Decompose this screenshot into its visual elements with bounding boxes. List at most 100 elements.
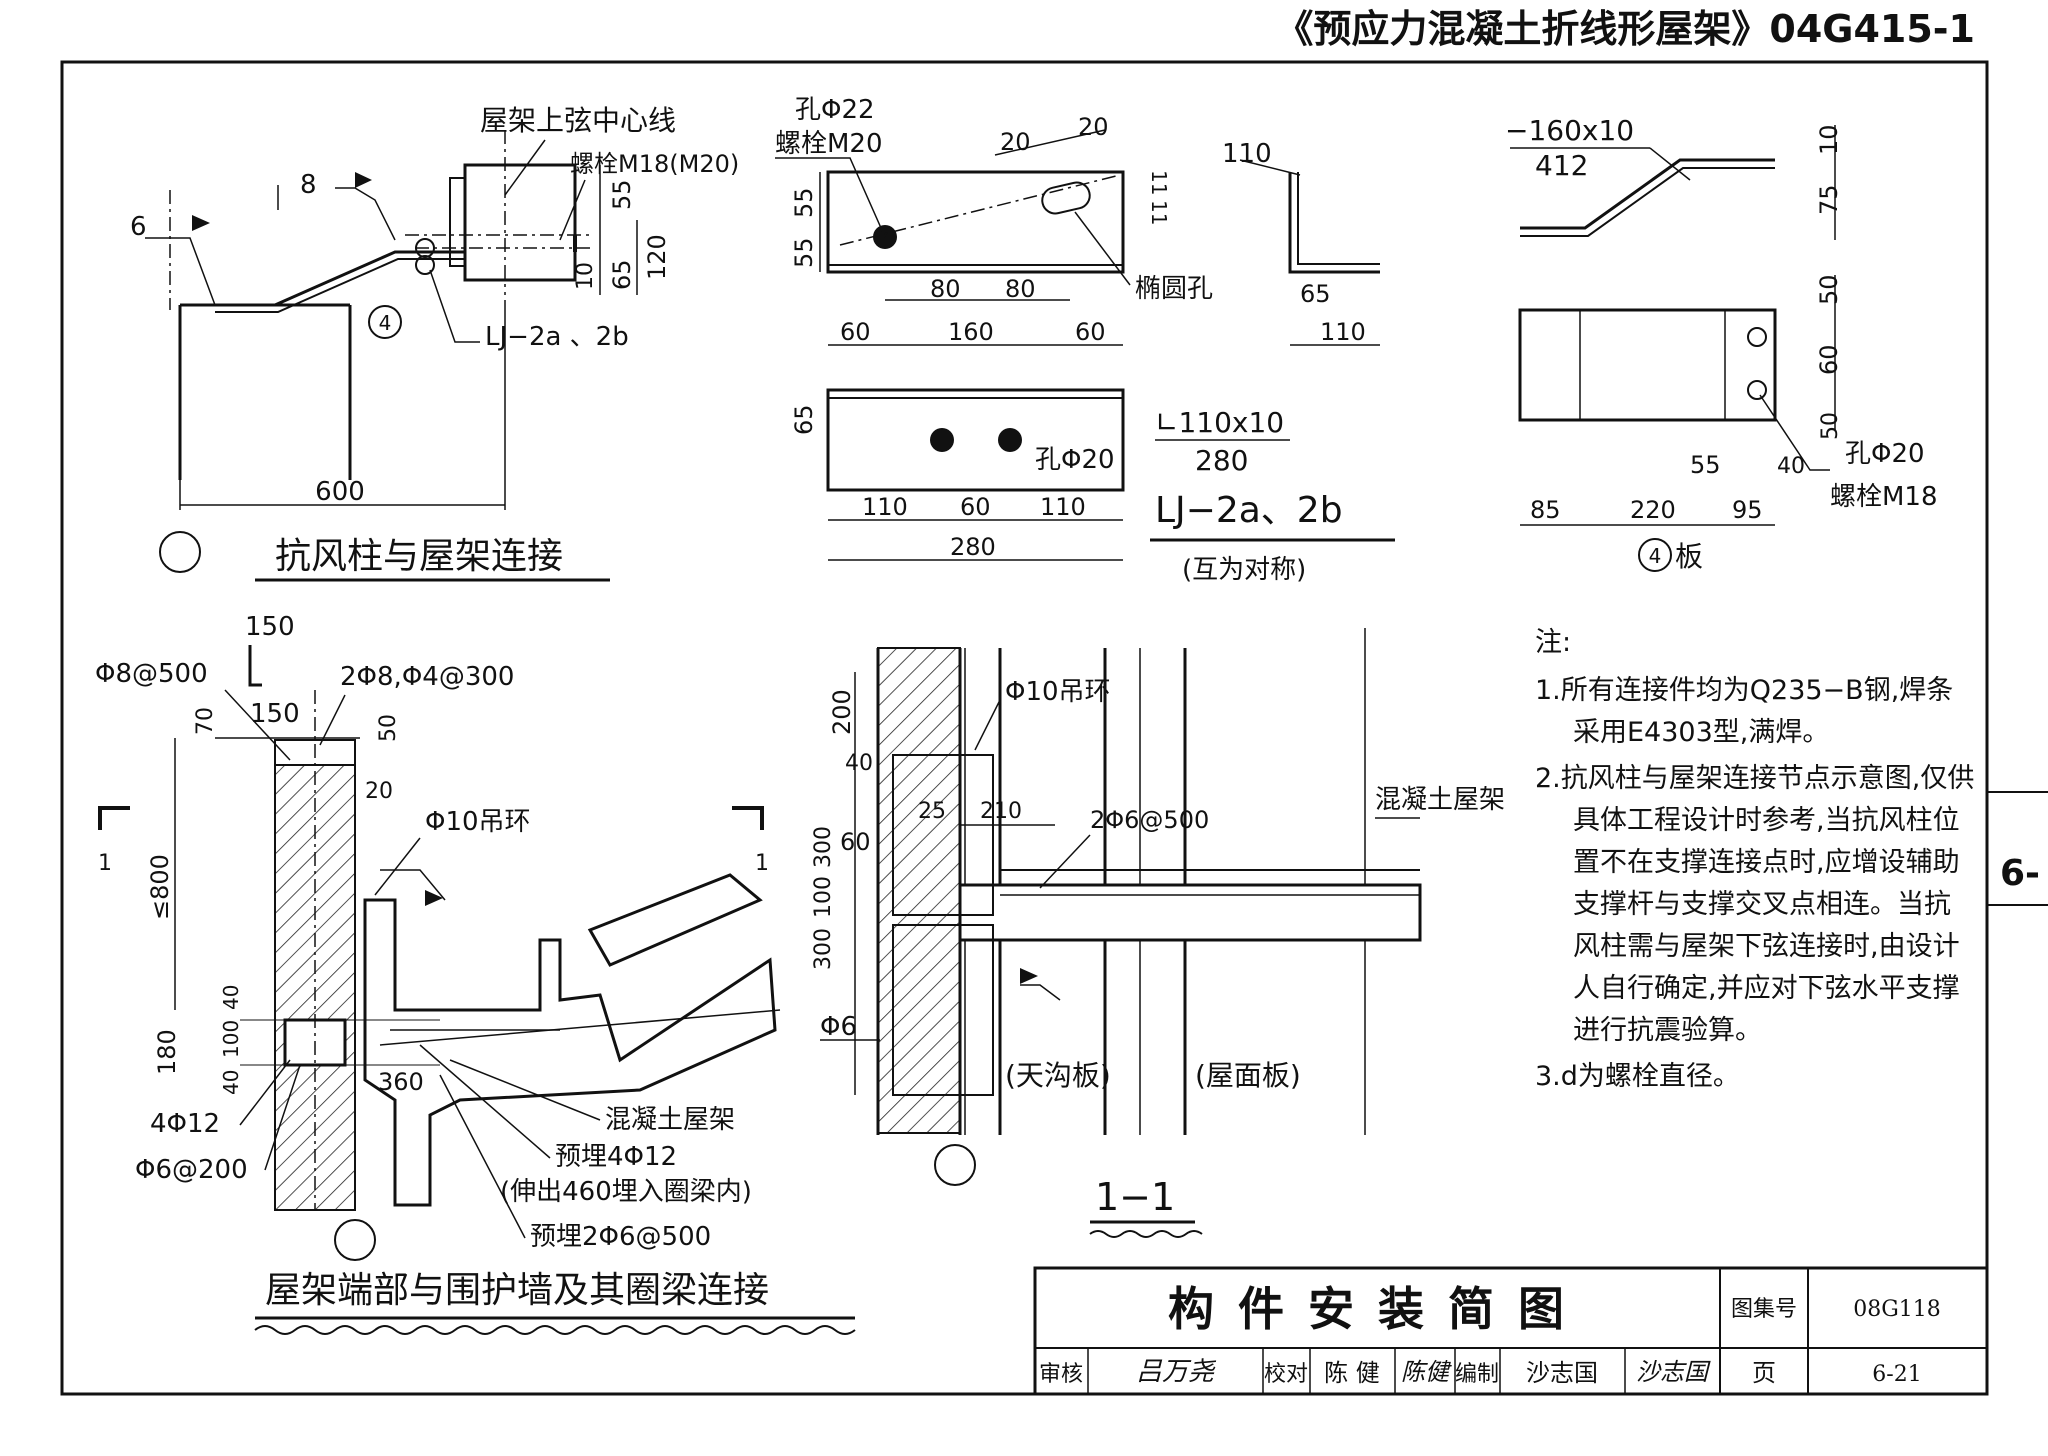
view-subtitle-lj: (互为对称) (1182, 555, 1306, 585)
side-dim-110: 110 (1320, 318, 1366, 346)
weld-flag-icon (1020, 968, 1038, 984)
roof-label: (屋面板) (1195, 1059, 1301, 1092)
plate-dim-85: 85 (1530, 496, 1561, 524)
top-dim-110: 110 (1222, 139, 1272, 169)
sheet-border (60, 60, 1989, 1396)
ring-label: Φ10吊环 (425, 807, 531, 837)
embed1-label: 预埋4Φ12 (555, 1142, 677, 1172)
plate4-view: −160x10 412 10 75 50 60 50 孔Φ20 螺栓M18 55… (1505, 114, 1938, 573)
view-title-wind-column: 抗风柱与屋架连接 (275, 536, 563, 577)
draw-signature: 沙志国 (1636, 1358, 1711, 1386)
weld-flag-icon (355, 172, 372, 188)
section-title: 1−1 (1095, 1175, 1175, 1219)
section-mark-right (732, 806, 764, 830)
notes-panel: 注: 1.所有连接件均为Q235−B钢,焊条采用E4303型,满焊。 2.抗风柱… (1535, 622, 1975, 1098)
page-number: 6-21 (1872, 1362, 1921, 1387)
truss-label: 混凝土屋架 (605, 1105, 735, 1135)
check-signature: 陈健 (1401, 1358, 1452, 1386)
plate4-plan (1518, 308, 1777, 422)
span-600-label: 600 (315, 477, 365, 507)
note-item: 3.d为螺栓直径。 (1535, 1061, 1740, 1092)
lower-left-dim-65: 65 (790, 404, 818, 435)
embed1-note-label: (伸出460埋入圈梁内) (500, 1177, 752, 1207)
weld-6-label: 6 (130, 212, 147, 242)
td-dim-800: ≤800 (146, 854, 174, 920)
plate-dim-75: 75 (1815, 184, 1843, 215)
truss-end-outline (363, 898, 777, 1207)
top-dim-20a: 20 (1000, 128, 1031, 156)
bolt-label: 螺栓M18(M20) (570, 150, 739, 178)
s-dim-210: 210 (980, 799, 1022, 824)
s-dim-300a: 300 (811, 826, 836, 868)
top-bar2-label: 2Φ8,Φ4@300 (340, 662, 514, 692)
hole20-icon (998, 428, 1022, 452)
lower-dim-280: 280 (950, 533, 996, 561)
plate-bolt-label: 螺栓M18 (1830, 482, 1938, 512)
plate-dim-60: 60 (1815, 344, 1843, 375)
angle-spec-label: ∟110x10 (1155, 406, 1284, 439)
stirrup-label: Φ6@200 (135, 1155, 248, 1185)
centerline-label: 屋架上弦中心线 (480, 104, 676, 137)
hole20-icon (930, 428, 954, 452)
main-bar-label: 4Φ12 (150, 1109, 220, 1139)
hole22-label: 孔Φ22 (795, 95, 875, 125)
page-label: 页 (1752, 1359, 1776, 1387)
note-item: 1.所有连接件均为Q235−B钢,焊条采用E4303型,满焊。 (1535, 675, 1954, 748)
td-dim-70: 70 (193, 707, 218, 735)
review-label: 审核 (1039, 1362, 1083, 1387)
oval-hole-label: 椭圆孔 (1135, 274, 1213, 304)
plate-dim-95: 95 (1732, 496, 1763, 524)
plate-len-label: 412 (1535, 149, 1588, 182)
plate-dim-10: 10 (1815, 124, 1843, 155)
td-dim-360: 360 (378, 1068, 424, 1096)
weld-flag-icon (192, 215, 210, 231)
section-tie-label: 2Φ6@500 (1090, 806, 1209, 834)
dim-160: 160 (948, 318, 994, 346)
view-title-plate4: 板 (1675, 540, 1703, 573)
dim-120: 120 (643, 234, 671, 280)
notes-title: 注: (1535, 627, 1572, 658)
section-1-1-view: 200 40 Φ10吊环 25 210 2Φ6@500 300 60 100 3… (811, 628, 1505, 1238)
dim-55: 55 (608, 179, 636, 210)
section-number-right: 1 (755, 851, 769, 876)
dim-60b: 60 (1075, 318, 1106, 346)
review-signature: 吕万尧 (1136, 1357, 1217, 1387)
top-dim-20b: 20 (1078, 113, 1109, 141)
td-dim-180: 180 (153, 1029, 181, 1075)
s-dim-300b: 300 (811, 928, 836, 970)
axis-bubble (934, 1144, 976, 1186)
plate-hole-icon (1747, 327, 1767, 347)
draw-name: 沙志国 (1526, 1359, 1598, 1387)
side-dim-11a: 11 (1147, 170, 1171, 195)
dim-80a: 80 (930, 275, 961, 303)
plate-hole-icon (1747, 380, 1767, 400)
bolt-m20-label: 螺栓M20 (775, 129, 883, 159)
lower-dim-110b: 110 (1040, 493, 1086, 521)
draw-label: 编制 (1455, 1362, 1499, 1387)
axis-bubble (159, 531, 201, 573)
plate-ref-number: 4 (1649, 544, 1662, 568)
section-wall-hatch (877, 647, 961, 1134)
hole20-label: 孔Φ20 (1035, 445, 1115, 475)
td-dim-20: 20 (365, 779, 393, 804)
lj-part-view: 孔Φ22 螺栓M20 20 20 110 55 55 11 11 椭圆孔 80 … (775, 95, 1395, 585)
left-dim-55b: 55 (790, 237, 818, 268)
td-dim-150b: 150 (250, 699, 300, 729)
lj-plate-bottom (826, 388, 1125, 492)
oval-hole-icon (1041, 181, 1091, 215)
weld-8-label: 8 (300, 170, 317, 200)
section-truss-label: 混凝土屋架 (1375, 785, 1505, 815)
plate-spec-label: −160x10 (1505, 114, 1634, 147)
left-dim-55a: 55 (790, 187, 818, 218)
note-item: 2.抗风柱与屋架连接节点示意图,仅供具体工程设计时参考,当抗风柱位置不在支撑连接… (1535, 763, 1975, 1046)
plate-dim-50b: 50 (1818, 412, 1843, 440)
s-dim-60: 60 (840, 828, 871, 856)
view-title-truss-end: 屋架端部与围护墙及其圈梁连接 (265, 1270, 769, 1311)
part-lj-label: LJ−2a 、2b (485, 322, 629, 352)
section-number-left: 1 (98, 851, 112, 876)
edge-page-mark: 6- (2000, 853, 2040, 894)
plate-dim-50a: 50 (1815, 274, 1843, 305)
dim-10: 10 (573, 262, 598, 290)
s-dim-25: 25 (918, 799, 946, 824)
